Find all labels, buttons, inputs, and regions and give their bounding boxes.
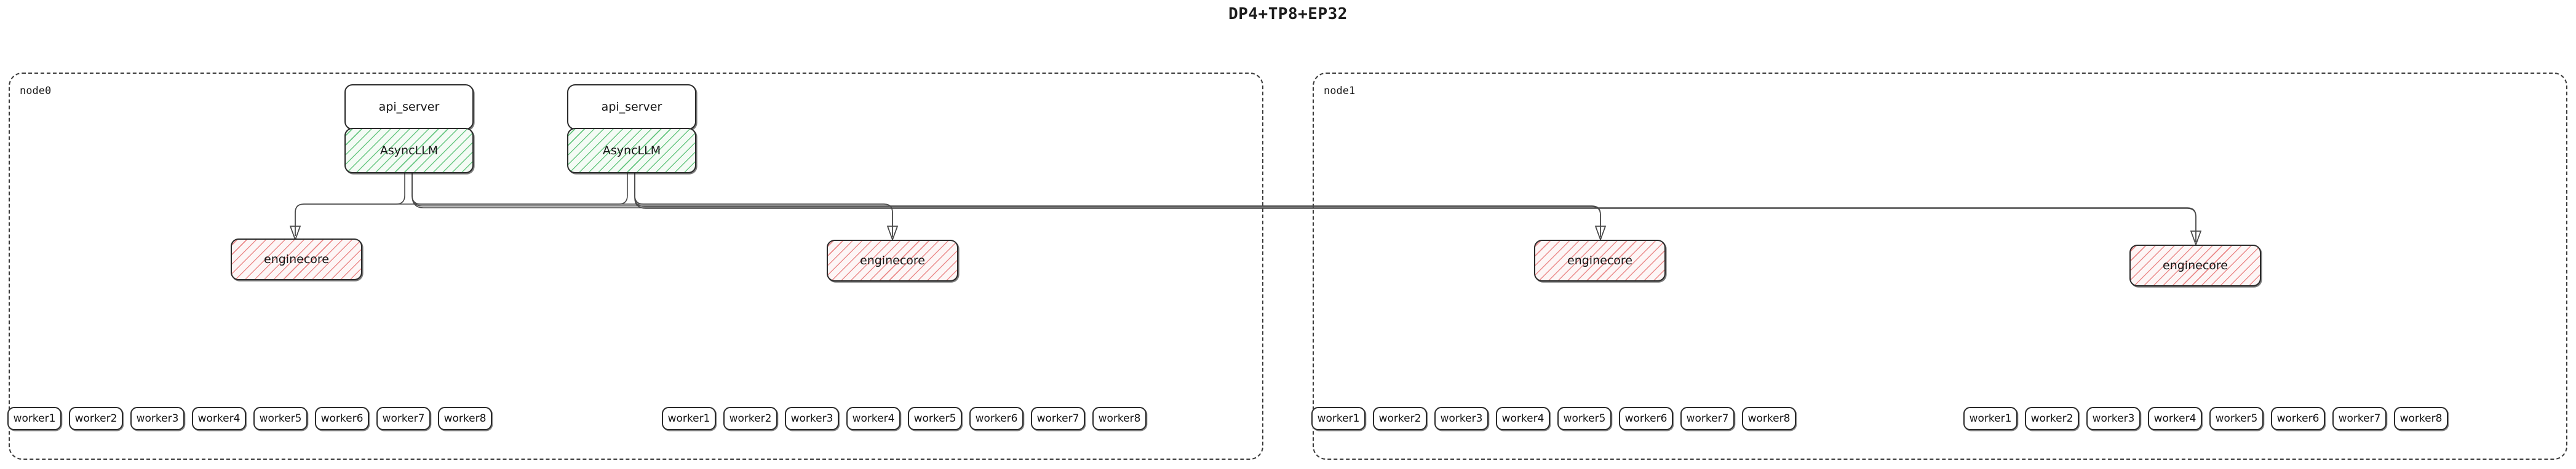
worker-node-node1-ec0-2-label: worker2 bbox=[1378, 412, 1421, 425]
worker-node-node0-ec0-3-label: worker3 bbox=[136, 412, 179, 425]
worker-node-node1-ec0-3[interactable]: worker3 bbox=[1434, 407, 1489, 430]
worker-node-node0-ec0-7[interactable]: worker7 bbox=[376, 407, 431, 430]
worker-node-node1-ec0-7[interactable]: worker7 bbox=[1680, 407, 1735, 430]
worker-node-node0-ec0-5[interactable]: worker5 bbox=[253, 407, 308, 430]
worker-node-node1-ec0-6[interactable]: worker6 bbox=[1619, 407, 1673, 430]
worker-node-node1-ec0-8[interactable]: worker8 bbox=[1742, 407, 1796, 430]
worker-node-node0-ec1-5[interactable]: worker5 bbox=[908, 407, 962, 430]
cluster-node0-label: node0 bbox=[20, 85, 52, 97]
cluster-node1-label: node1 bbox=[1324, 85, 1356, 97]
worker-node-node0-ec0-1[interactable]: worker1 bbox=[7, 407, 62, 430]
worker-node-node0-ec0-8[interactable]: worker8 bbox=[438, 407, 492, 430]
worker-node-node1-ec1-4[interactable]: worker4 bbox=[2148, 407, 2202, 430]
enginecore-node-1[interactable]: enginecore bbox=[827, 240, 958, 282]
worker-node-node1-ec0-8-label: worker8 bbox=[1747, 412, 1791, 425]
worker-node-node0-ec0-7-label: worker7 bbox=[382, 412, 425, 425]
worker-node-node0-ec1-3[interactable]: worker3 bbox=[785, 407, 839, 430]
worker-node-node0-ec1-7[interactable]: worker7 bbox=[1031, 407, 1085, 430]
worker-node-node0-ec1-2[interactable]: worker2 bbox=[723, 407, 777, 430]
asyncllm-node-1[interactable]: AsyncLLM bbox=[567, 128, 696, 173]
worker-node-node1-ec1-6-label: worker6 bbox=[2276, 412, 2320, 425]
worker-node-node1-ec1-3-label: worker3 bbox=[2092, 412, 2135, 425]
cluster-node1 bbox=[1313, 73, 2567, 460]
cluster-node0 bbox=[9, 73, 1263, 460]
worker-node-node0-ec1-5-label: worker5 bbox=[913, 412, 956, 425]
worker-node-node1-ec0-7-label: worker7 bbox=[1686, 412, 1729, 425]
worker-node-node1-ec1-8[interactable]: worker8 bbox=[2394, 407, 2448, 430]
worker-node-node1-ec0-3-label: worker3 bbox=[1440, 412, 1483, 425]
worker-node-node0-ec0-8-label: worker8 bbox=[443, 412, 487, 425]
worker-node-node1-ec0-1-label: worker1 bbox=[1317, 412, 1360, 425]
api-server-node-1-label: api_server bbox=[601, 100, 662, 114]
api-server-node-0[interactable]: api_server bbox=[344, 84, 474, 130]
worker-node-node1-ec0-2[interactable]: worker2 bbox=[1373, 407, 1427, 430]
worker-node-node0-ec1-7-label: worker7 bbox=[1036, 412, 1079, 425]
enginecore-node-2[interactable]: enginecore bbox=[1534, 240, 1666, 282]
enginecore-node-3[interactable]: enginecore bbox=[2129, 245, 2261, 286]
worker-node-node0-ec0-1-label: worker1 bbox=[13, 412, 56, 425]
enginecore-node-0[interactable]: enginecore bbox=[231, 238, 362, 280]
worker-node-node1-ec1-7-label: worker7 bbox=[2338, 412, 2381, 425]
worker-node-node0-ec1-1[interactable]: worker1 bbox=[662, 407, 716, 430]
worker-node-node0-ec1-6-label: worker6 bbox=[975, 412, 1018, 425]
worker-node-node1-ec1-2[interactable]: worker2 bbox=[2025, 407, 2079, 430]
worker-node-node1-ec1-5-label: worker5 bbox=[2215, 412, 2258, 425]
worker-node-node1-ec0-4-label: worker4 bbox=[1501, 412, 1544, 425]
enginecore-node-0-label: enginecore bbox=[264, 253, 329, 266]
worker-node-node0-ec0-6-label: worker6 bbox=[320, 412, 364, 425]
worker-node-node1-ec1-7[interactable]: worker7 bbox=[2332, 407, 2387, 430]
asyncllm-node-0-label: AsyncLLM bbox=[380, 144, 439, 157]
worker-node-node0-ec0-3[interactable]: worker3 bbox=[130, 407, 185, 430]
worker-node-node0-ec1-1-label: worker1 bbox=[667, 412, 710, 425]
worker-node-node1-ec0-6-label: worker6 bbox=[1624, 412, 1668, 425]
worker-node-node0-ec0-6[interactable]: worker6 bbox=[315, 407, 369, 430]
worker-node-node1-ec0-5[interactable]: worker5 bbox=[1557, 407, 1612, 430]
worker-node-node1-ec0-4[interactable]: worker4 bbox=[1496, 407, 1550, 430]
page-title: DP4+TP8+EP32 bbox=[1228, 5, 1348, 23]
asyncllm-node-1-label: AsyncLLM bbox=[602, 144, 661, 157]
worker-node-node1-ec1-5[interactable]: worker5 bbox=[2209, 407, 2264, 430]
worker-node-node1-ec1-8-label: worker8 bbox=[2399, 412, 2443, 425]
worker-node-node1-ec1-6[interactable]: worker6 bbox=[2271, 407, 2325, 430]
enginecore-node-2-label: enginecore bbox=[1567, 254, 1632, 267]
enginecore-node-1-label: enginecore bbox=[860, 254, 925, 267]
api-server-node-0-label: api_server bbox=[378, 100, 440, 114]
worker-node-node0-ec1-6[interactable]: worker6 bbox=[969, 407, 1024, 430]
worker-node-node1-ec1-4-label: worker4 bbox=[2153, 412, 2196, 425]
worker-node-node0-ec1-2-label: worker2 bbox=[729, 412, 772, 425]
worker-node-node0-ec1-3-label: worker3 bbox=[790, 412, 833, 425]
worker-node-node0-ec1-4-label: worker4 bbox=[852, 412, 895, 425]
worker-node-node0-ec0-4-label: worker4 bbox=[197, 412, 241, 425]
asyncllm-node-0[interactable]: AsyncLLM bbox=[344, 128, 474, 173]
worker-node-node1-ec0-1[interactable]: worker1 bbox=[1311, 407, 1366, 430]
enginecore-node-3-label: enginecore bbox=[2163, 259, 2228, 272]
api-server-node-1[interactable]: api_server bbox=[567, 84, 696, 130]
worker-node-node1-ec1-3[interactable]: worker3 bbox=[2086, 407, 2141, 430]
worker-node-node0-ec1-4[interactable]: worker4 bbox=[846, 407, 900, 430]
worker-node-node0-ec1-8[interactable]: worker8 bbox=[1092, 407, 1147, 430]
worker-node-node1-ec1-1-label: worker1 bbox=[1969, 412, 2012, 425]
worker-node-node0-ec0-4[interactable]: worker4 bbox=[192, 407, 246, 430]
worker-node-node1-ec0-5-label: worker5 bbox=[1563, 412, 1606, 425]
worker-node-node1-ec1-2-label: worker2 bbox=[2030, 412, 2073, 425]
worker-node-node1-ec1-1[interactable]: worker1 bbox=[1963, 407, 2017, 430]
worker-node-node0-ec1-8-label: worker8 bbox=[1098, 412, 1141, 425]
worker-node-node0-ec0-2[interactable]: worker2 bbox=[69, 407, 123, 430]
worker-node-node0-ec0-5-label: worker5 bbox=[259, 412, 302, 425]
worker-node-node0-ec0-2-label: worker2 bbox=[74, 412, 117, 425]
